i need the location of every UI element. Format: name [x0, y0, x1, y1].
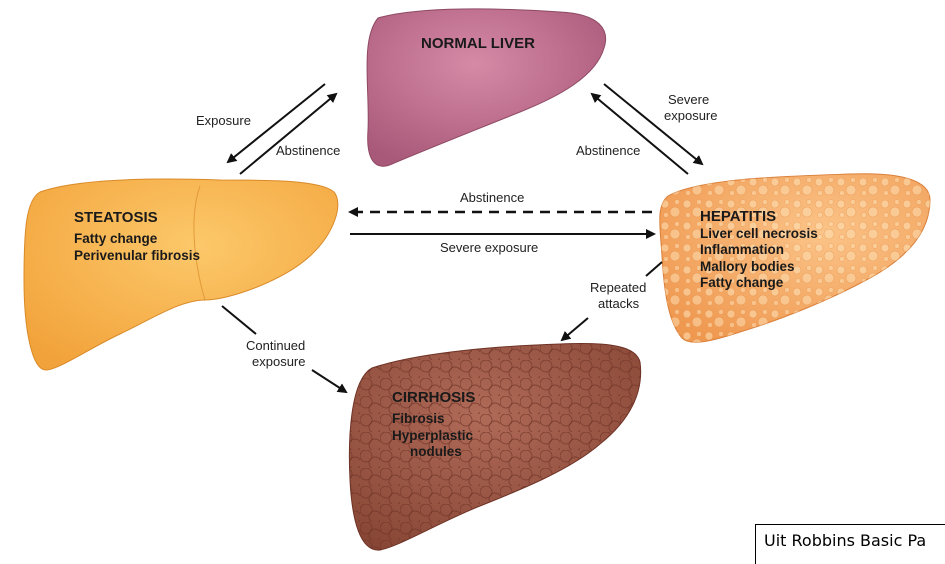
- label-abstinence-right: Abstinence: [576, 143, 640, 158]
- label-continued-exposure: exposure: [252, 354, 305, 369]
- steatosis-liver: STEATOSIS Fatty change Perivenular fibro…: [23, 178, 339, 371]
- hepatitis-line-2: Inflammation: [700, 242, 784, 257]
- label-abstinence-middle: Abstinence: [460, 190, 524, 205]
- arrow-steatosis-to-cirrhosis: [221, 305, 257, 335]
- arrow-steatosis-to-cirrhosis-head: [311, 369, 348, 394]
- arrow-normal-to-steatosis: [226, 83, 326, 164]
- normal-liver-title: NORMAL LIVER: [421, 35, 535, 52]
- cirrhosis-nodule-texture: [349, 343, 641, 551]
- steatosis-liver-shape: [23, 178, 339, 371]
- arrow-hepatitis-to-normal: [590, 92, 689, 175]
- label-exposure: Exposure: [196, 113, 251, 128]
- arrow-steatosis-to-normal: [239, 92, 338, 175]
- hepatitis-line-4: Fatty change: [700, 275, 784, 290]
- hepatitis-title: HEPATITIS: [700, 208, 776, 225]
- label-abstinence-left: Abstinence: [276, 143, 340, 158]
- label-repeated: Repeated: [590, 280, 646, 295]
- steatosis-line-2: Perivenular fibrosis: [74, 248, 200, 263]
- hepatitis-liver: HEPATITIS Liver cell necrosis Inflammati…: [659, 173, 931, 343]
- normal-liver-shape: [366, 8, 606, 167]
- steatosis-lobe-line: [193, 185, 206, 301]
- label-severe-exposure-top-1: Severe: [668, 92, 709, 107]
- label-severe-exposure-middle: Severe exposure: [440, 240, 538, 255]
- normal-liver: NORMAL LIVER: [366, 8, 606, 167]
- cirrhosis-line-2: Hyperplastic: [392, 428, 474, 443]
- label-attacks: attacks: [598, 296, 640, 311]
- cirrhosis-title: CIRRHOSIS: [392, 389, 475, 406]
- source-caption: Uit Robbins Basic Pa: [755, 524, 945, 564]
- label-severe-exposure-top-2: exposure: [664, 108, 717, 123]
- hepatitis-line-3: Mallory bodies: [700, 259, 795, 274]
- steatosis-title: STEATOSIS: [74, 209, 158, 226]
- arrow-hepatitis-to-cirrhosis-head: [560, 317, 589, 342]
- arrow-normal-to-hepatitis: [603, 83, 704, 166]
- hepatitis-fat-texture: [659, 173, 930, 343]
- cirrhosis-line-3: nodules: [410, 444, 462, 459]
- label-continued: Continued: [246, 338, 305, 353]
- cirrhosis-liver: CIRRHOSIS Fibrosis Hyperplastic nodules: [348, 343, 642, 551]
- arrow-hepatitis-to-cirrhosis: [645, 261, 663, 277]
- steatosis-line-1: Fatty change: [74, 231, 158, 246]
- cirrhosis-line-1: Fibrosis: [392, 411, 445, 426]
- hepatitis-line-1: Liver cell necrosis: [700, 226, 818, 241]
